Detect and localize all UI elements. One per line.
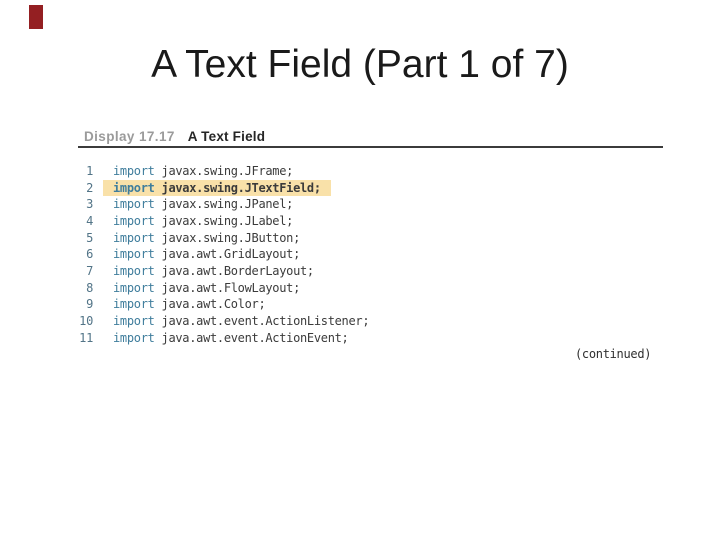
- code-line: 3 import javax.swing.JPanel;: [75, 196, 663, 213]
- code-text: import javax.swing.JLabel;: [113, 213, 293, 230]
- code-rest: java.awt.FlowLayout;: [161, 280, 301, 295]
- code-text: import javax.swing.JButton;: [113, 230, 300, 247]
- keyword: import: [113, 197, 155, 212]
- code-rest: javax.swing.JTextField;: [161, 180, 322, 195]
- code-rest: java.awt.event.ActionEvent;: [161, 330, 349, 345]
- red-accent-rect: [29, 5, 43, 29]
- slide-title: A Text Field (Part 1 of 7): [151, 43, 569, 86]
- code-line: 1 import javax.swing.JFrame;: [75, 163, 663, 180]
- code-line: 4 import javax.swing.JLabel;: [75, 213, 663, 230]
- continued-label: (continued): [575, 347, 652, 361]
- keyword: import: [113, 247, 155, 262]
- keyword: import: [113, 180, 155, 195]
- code-text: import java.awt.Color;: [113, 296, 266, 313]
- line-number: 10: [79, 313, 93, 328]
- code-line: 10 import java.awt.event.ActionListener;: [75, 313, 663, 330]
- code-line: 6 import java.awt.GridLayout;: [75, 246, 663, 263]
- line-number: 11: [79, 330, 93, 345]
- code-line: 9 import java.awt.Color;: [75, 296, 663, 313]
- keyword: import: [113, 330, 155, 345]
- code-text: import javax.swing.JFrame;: [113, 163, 293, 180]
- line-number: 7: [86, 263, 93, 278]
- code-line: 5 import javax.swing.JButton;: [75, 230, 663, 247]
- keyword: import: [113, 313, 155, 328]
- display-panel-header: Display 17.17 A Text Field: [84, 129, 265, 144]
- code-text: import javax.swing.JTextField;: [103, 179, 331, 197]
- code-text: import java.awt.BorderLayout;: [113, 263, 314, 280]
- line-number: 4: [86, 213, 93, 228]
- code-text: import java.awt.FlowLayout;: [113, 280, 300, 297]
- code-rest: java.awt.Color;: [161, 297, 266, 312]
- code-line: 8 import java.awt.FlowLayout;: [75, 280, 663, 297]
- code-rest: java.awt.event.ActionListener;: [161, 313, 370, 328]
- code-rest: java.awt.GridLayout;: [161, 247, 301, 262]
- code-line: 7 import java.awt.BorderLayout;: [75, 263, 663, 280]
- keyword: import: [113, 263, 155, 278]
- line-number: 1: [86, 164, 93, 178]
- code-text: import java.awt.event.ActionListener;: [113, 313, 370, 330]
- line-number: 3: [86, 197, 93, 212]
- code-text: import java.awt.event.ActionEvent;: [113, 330, 349, 347]
- keyword: import: [113, 280, 155, 295]
- code-line-highlighted: 2 import javax.swing.JTextField;: [75, 179, 663, 197]
- code-rest: javax.swing.JPanel;: [161, 197, 294, 212]
- keyword: import: [113, 164, 155, 178]
- keyword: import: [113, 297, 155, 312]
- keyword: import: [113, 213, 155, 228]
- code-rest: javax.swing.JButton;: [161, 230, 301, 245]
- line-number: 5: [86, 230, 93, 245]
- line-number: 8: [86, 280, 93, 295]
- code-text: import java.awt.GridLayout;: [113, 246, 300, 263]
- code-rest: java.awt.BorderLayout;: [161, 263, 315, 278]
- line-number: 2: [86, 180, 93, 195]
- line-number: 9: [86, 297, 93, 312]
- display-number-label: Display 17.17: [84, 129, 175, 144]
- code-rest: javax.swing.JLabel;: [161, 213, 294, 228]
- keyword: import: [113, 230, 155, 245]
- header-rule: [78, 146, 663, 148]
- code-line: 11 import java.awt.event.ActionEvent;: [75, 330, 663, 347]
- code-rest: javax.swing.JFrame;: [161, 164, 294, 178]
- display-heading: A Text Field: [187, 129, 266, 144]
- code-text: import javax.swing.JPanel;: [113, 196, 293, 213]
- line-number: 6: [86, 247, 93, 262]
- code-listing: 1 import javax.swing.JFrame; 2 import java…: [75, 163, 663, 346]
